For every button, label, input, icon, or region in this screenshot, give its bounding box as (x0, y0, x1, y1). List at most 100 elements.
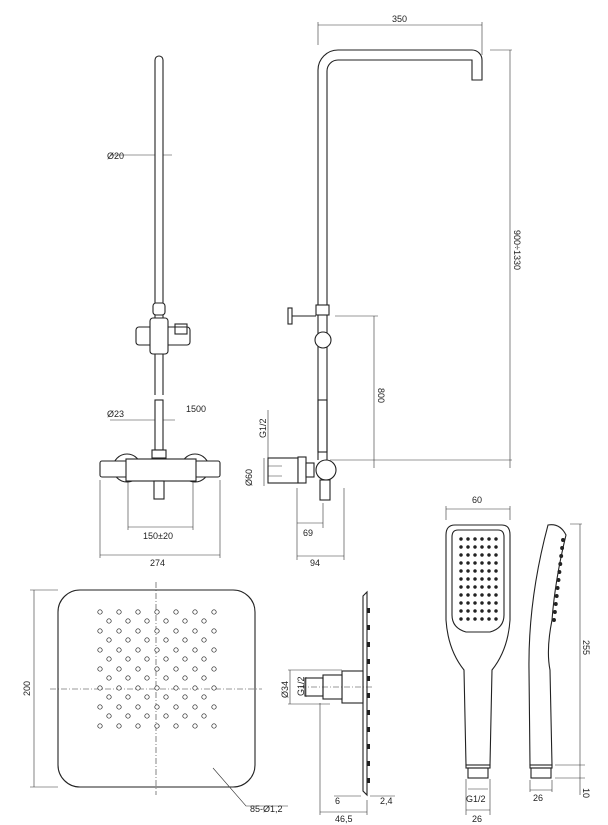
hand-nozzle (487, 617, 491, 621)
hand-nozzle (466, 569, 470, 573)
nozzle (135, 685, 141, 691)
hand-nozzle (494, 593, 498, 597)
hand-nozzle (480, 585, 484, 589)
hand-nozzle (487, 593, 491, 597)
nozzle (192, 628, 198, 634)
dim-side-neck-width: 26 (533, 793, 543, 803)
hand-nozzle (494, 569, 498, 573)
nozzle (182, 618, 188, 624)
nozzle (135, 609, 141, 615)
nozzle-tip (367, 744, 370, 749)
hand-nozzle (473, 553, 477, 557)
nozzle-tip (367, 761, 370, 766)
dim-head-thread: G1/2 (296, 676, 306, 696)
hand-nozzle (459, 553, 463, 557)
dim-height-range: 900÷1330 (512, 230, 522, 270)
hand-nozzle-tip (557, 570, 562, 574)
hand-nozzle (487, 585, 491, 589)
dim-hand-width: 60 (472, 495, 482, 505)
hand-nozzle (466, 545, 470, 549)
nozzle (201, 713, 207, 719)
nozzle (201, 618, 207, 624)
hand-nozzle (494, 537, 498, 541)
nozzle (192, 609, 198, 615)
nozzle (182, 713, 188, 719)
nozzle (125, 637, 131, 643)
nozzle (192, 685, 198, 691)
column-side-view (263, 22, 512, 560)
nozzle (154, 704, 160, 710)
hand-nozzle-tip (560, 546, 565, 550)
dim-arm-length: 350 (392, 14, 407, 24)
nozzle (163, 694, 169, 700)
nozzle-tip (367, 676, 370, 681)
hand-nozzle (459, 537, 463, 541)
dim-hand-neck-width: 26 (472, 814, 482, 824)
nozzle (144, 656, 150, 662)
hand-nozzle (466, 561, 470, 565)
nozzle (192, 647, 198, 653)
nozzle (173, 685, 179, 691)
nozzle (154, 666, 160, 672)
hand-nozzle (473, 601, 477, 605)
nozzle (211, 647, 217, 653)
nozzle (106, 656, 112, 662)
hand-nozzle (480, 601, 484, 605)
hand-nozzle (459, 617, 463, 621)
nozzle (116, 723, 122, 729)
nozzle (154, 685, 160, 691)
nozzle (211, 704, 217, 710)
nozzle (97, 609, 103, 615)
nozzle (106, 637, 112, 643)
hand-nozzle (473, 569, 477, 573)
nozzle (211, 628, 217, 634)
nozzle (173, 609, 179, 615)
hand-nozzle (459, 585, 463, 589)
nozzle (163, 618, 169, 624)
hand-nozzle (459, 601, 463, 605)
dim-hand-length: 255 (581, 640, 591, 655)
nozzle (125, 618, 131, 624)
nozzle (116, 685, 122, 691)
nozzle (211, 685, 217, 691)
nozzle (106, 694, 112, 700)
hand-nozzle (466, 585, 470, 589)
nozzle (182, 656, 188, 662)
dim-nozzles: 85-Ø1,2 (250, 804, 283, 814)
nozzle (201, 694, 207, 700)
hand-nozzle (487, 545, 491, 549)
hand-nozzle (487, 561, 491, 565)
nozzle (163, 675, 169, 681)
hand-nozzle (473, 537, 477, 541)
nozzle (211, 723, 217, 729)
nozzle (201, 637, 207, 643)
hand-nozzle (459, 577, 463, 581)
hand-nozzle (480, 617, 484, 621)
nozzle (154, 628, 160, 634)
dim-width: 274 (150, 558, 165, 568)
hand-nozzle-tip (552, 610, 557, 614)
hand-nozzle (494, 545, 498, 549)
nozzle (106, 713, 112, 719)
hand-nozzle (466, 601, 470, 605)
hand-nozzle (480, 609, 484, 613)
nozzle (211, 666, 217, 672)
hand-nozzle (487, 577, 491, 581)
nozzle (163, 637, 169, 643)
hand-nozzle (494, 577, 498, 581)
nozzle-tip (367, 625, 370, 630)
hand-nozzle (473, 577, 477, 581)
hand-nozzle-tip (556, 578, 561, 582)
nozzle (97, 647, 103, 653)
hand-nozzle (466, 609, 470, 613)
hand-nozzle (473, 561, 477, 565)
hand-nozzle (459, 609, 463, 613)
nozzle (144, 713, 150, 719)
nozzle (116, 609, 122, 615)
hand-nozzle (466, 553, 470, 557)
nozzle (192, 666, 198, 672)
hand-nozzle (473, 593, 477, 597)
nozzle (173, 628, 179, 634)
hand-nozzle-tip (553, 602, 558, 606)
hand-nozzle (487, 601, 491, 605)
